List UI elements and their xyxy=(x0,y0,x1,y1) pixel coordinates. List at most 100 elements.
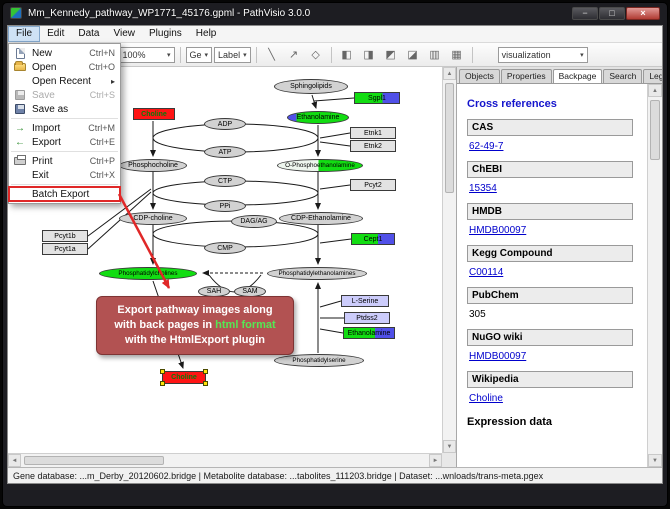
scroll-right-icon[interactable]: ► xyxy=(429,454,442,467)
scroll-thumb[interactable] xyxy=(650,100,660,160)
xref-source-header[interactable]: Kegg Compound xyxy=(467,245,633,262)
pathway-canvas[interactable]: Sphingolipids Sgpl1 Choline Ethanolamine… xyxy=(8,67,442,453)
xref-link[interactable]: HMDB00097 xyxy=(469,351,527,362)
shape-tool-button[interactable]: ◇ xyxy=(306,46,326,64)
distribute-h-button[interactable]: ▥ xyxy=(425,46,445,64)
node-phosphatidylethanolamines[interactable]: Phosphatidylethanolamines xyxy=(267,267,367,280)
node-cdp-choline[interactable]: CDP-choline xyxy=(119,212,187,225)
align-top-button[interactable]: ◩ xyxy=(381,46,401,64)
xref-source-header[interactable]: NuGO wiki xyxy=(467,329,633,346)
node-phosphocholine[interactable]: Phosphocholine xyxy=(119,159,187,172)
node-o-phosphoethanolamine[interactable]: O-Phosphoethanolamine xyxy=(277,159,363,172)
scroll-thumb[interactable] xyxy=(445,83,454,193)
minimize-button[interactable] xyxy=(572,6,598,20)
node-dag[interactable]: DAG/AG xyxy=(231,215,277,228)
xref-link[interactable]: Choline xyxy=(469,393,503,404)
selection-handle[interactable] xyxy=(203,369,208,374)
chevron-down-icon: ▾ xyxy=(580,51,584,59)
menu-plugins[interactable]: Plugins xyxy=(148,28,182,39)
node-phosphatidylcholines[interactable]: Phosphatidylcholines xyxy=(99,267,197,280)
label-tool-dropdown[interactable]: Label ▾ xyxy=(214,46,251,63)
node-ctp[interactable]: CTP xyxy=(204,175,246,187)
canvas-vertical-scrollbar[interactable]: ▲ ▼ xyxy=(442,67,456,453)
file-menu-open[interactable]: Open Ctrl+O xyxy=(9,60,120,74)
toolbar-separator xyxy=(255,46,257,63)
xref-link[interactable]: 62-49-7 xyxy=(469,141,504,152)
node-sgpl1[interactable]: Sgpl1 xyxy=(354,92,400,104)
menu-edit[interactable]: Edit xyxy=(47,28,65,39)
node-ppi[interactable]: PPi xyxy=(204,200,246,212)
node-etnk2[interactable]: Etnk2 xyxy=(350,140,396,152)
selection-handle[interactable] xyxy=(160,381,165,386)
node-pcyt1a[interactable]: Pcyt1a xyxy=(42,243,88,255)
tab-objects[interactable]: Objects xyxy=(459,69,500,83)
panel-scrollbar[interactable]: ▲ ▼ xyxy=(647,84,662,467)
menu-file[interactable]: File xyxy=(8,26,41,42)
align-bottom-button[interactable]: ◪ xyxy=(403,46,423,64)
menu-help[interactable]: Help xyxy=(195,28,217,39)
node-choline-top[interactable]: Choline xyxy=(133,108,175,120)
file-menu-new[interactable]: New Ctrl+N xyxy=(9,46,120,60)
chevron-down-icon: ▾ xyxy=(204,51,209,59)
close-button[interactable] xyxy=(626,6,660,20)
node-pcyt2[interactable]: Pcyt2 xyxy=(350,179,396,191)
file-menu-batch-export[interactable]: Batch Export xyxy=(8,186,121,202)
tab-backpage[interactable]: Backpage xyxy=(552,69,603,83)
node-ethanolamine-gene[interactable]: Ethanolamine xyxy=(343,327,395,339)
file-menu-import[interactable]: → Import Ctrl+M xyxy=(15,122,115,134)
node-pcyt1b[interactable]: Pcyt1b xyxy=(42,230,88,242)
node-adp[interactable]: ADP xyxy=(204,118,246,130)
canvas-horizontal-scrollbar[interactable]: ◄ ► xyxy=(8,453,442,467)
xref-link[interactable]: C00114 xyxy=(469,267,504,278)
maximize-button[interactable] xyxy=(599,6,625,20)
scroll-up-icon[interactable]: ▲ xyxy=(443,67,456,80)
xref-source-header[interactable]: Wikipedia xyxy=(467,371,633,388)
tab-properties[interactable]: Properties xyxy=(500,69,552,83)
node-choline-bottom[interactable]: Choline xyxy=(160,369,208,386)
selection-handle[interactable] xyxy=(203,381,208,386)
file-menu-exit[interactable]: Exit Ctrl+X xyxy=(32,169,115,181)
align-right-button[interactable]: ◨ xyxy=(359,46,379,64)
xref-link[interactable]: HMDB00097 xyxy=(469,225,527,236)
file-menu-save[interactable]: Save Ctrl+S xyxy=(9,88,120,102)
zoom-select[interactable]: 100% ▾ xyxy=(118,46,175,63)
xref-source-header[interactable]: HMDB xyxy=(467,203,633,220)
scroll-up-icon[interactable]: ▲ xyxy=(648,84,662,97)
menu-data[interactable]: Data xyxy=(78,28,100,39)
align-top-icon: ◩ xyxy=(385,49,396,61)
menu-view[interactable]: View xyxy=(113,28,135,39)
xref-link[interactable]: 15354 xyxy=(469,183,497,194)
node-l-serine[interactable]: L-Serine xyxy=(341,295,389,307)
scroll-down-icon[interactable]: ▼ xyxy=(443,440,456,453)
distribute-v-button[interactable]: ▦ xyxy=(447,46,467,64)
node-ptdss2[interactable]: Ptdss2 xyxy=(344,312,390,324)
scroll-left-icon[interactable]: ◄ xyxy=(8,454,21,467)
selection-handle[interactable] xyxy=(160,369,165,374)
node-ethanolamine[interactable]: Ethanolamine xyxy=(287,111,349,124)
node-atp[interactable]: ATP xyxy=(204,146,246,158)
xref-source-header[interactable]: ChEBI xyxy=(467,161,633,178)
align-left-button[interactable]: ◧ xyxy=(337,46,357,64)
node-cept1[interactable]: Cept1 xyxy=(351,233,395,245)
file-menu-print[interactable]: Print Ctrl+P xyxy=(9,154,120,168)
node-sphingolipids[interactable]: Sphingolipids xyxy=(274,79,348,94)
node-phosphatidylserine[interactable]: Phosphatidylserine xyxy=(274,354,364,367)
xref-source-header[interactable]: CAS xyxy=(467,119,633,136)
node-cdp-ethanolamine[interactable]: CDP-Ethanolamine xyxy=(279,212,363,225)
node-etnk1[interactable]: Etnk1 xyxy=(350,127,396,139)
arrow-tool-button[interactable]: ↗ xyxy=(284,46,304,64)
scroll-down-icon[interactable]: ▼ xyxy=(648,454,662,467)
scroll-thumb[interactable] xyxy=(24,456,164,465)
file-menu-open-recent[interactable]: Open Recent ▸ xyxy=(32,75,115,87)
status-text: Gene database: ...m_Derby_20120602.bridg… xyxy=(13,470,544,481)
xref-source-header[interactable]: PubChem xyxy=(467,287,633,304)
node-cmp[interactable]: CMP xyxy=(204,242,246,254)
datanode-tool-dropdown[interactable]: Ge ▾ xyxy=(185,46,213,63)
visualization-select[interactable]: visualization ▾ xyxy=(497,46,588,63)
file-menu-save-as[interactable]: Save as xyxy=(9,102,120,116)
file-menu-dropdown: New Ctrl+N Open Ctrl+O Open Recent ▸ Sav… xyxy=(8,43,121,204)
tab-legend[interactable]: Legend xyxy=(643,69,662,83)
tab-search[interactable]: Search xyxy=(603,69,643,83)
file-menu-export[interactable]: ← Export Ctrl+E xyxy=(15,136,115,148)
line-tool-button[interactable]: ╲ xyxy=(262,46,282,64)
